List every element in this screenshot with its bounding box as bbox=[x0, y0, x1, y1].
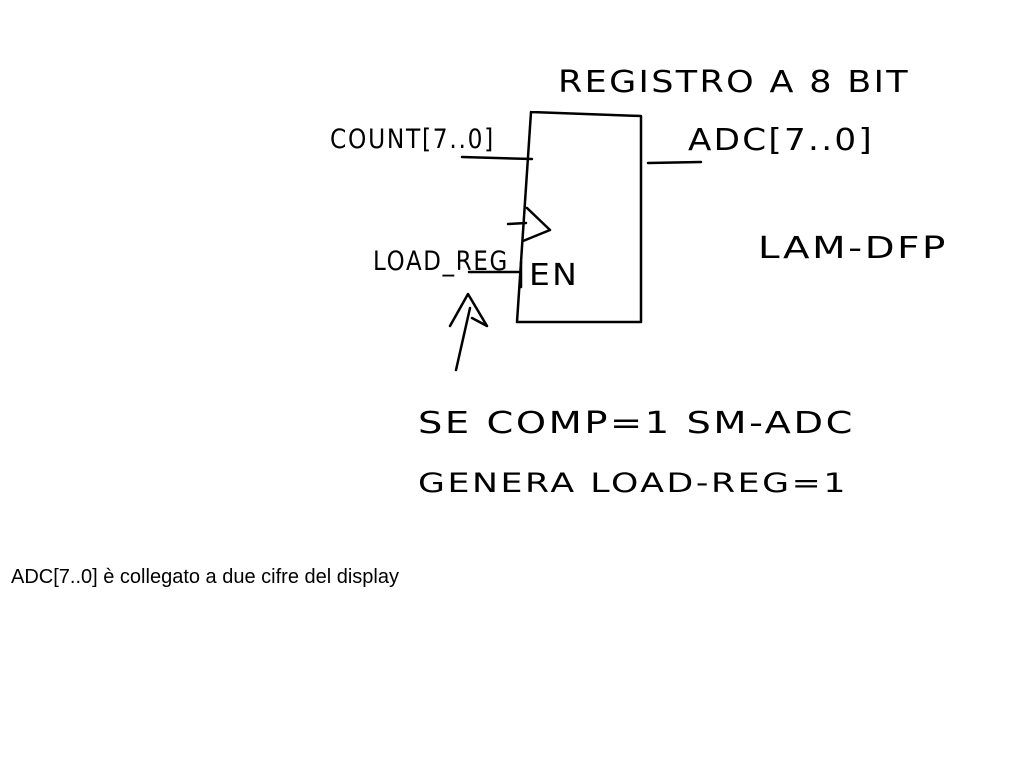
slide-caption: ADC[7..0] è collegato a due cifre del di… bbox=[11, 566, 399, 588]
adc-output-label: ADC[7..0] bbox=[688, 123, 874, 158]
condition-note-line-2: GENERA LOAD-REG=1 bbox=[418, 468, 848, 499]
lam-dfp-label: LAM-DFP bbox=[758, 231, 948, 266]
count-input-wire bbox=[460, 155, 534, 161]
upward-arrow bbox=[448, 292, 489, 372]
count-input-label: COUNT[7..0] bbox=[330, 124, 495, 155]
condition-note-line-1: SE COMP=1 SM-ADC bbox=[418, 406, 855, 441]
register-block-outline bbox=[515, 110, 643, 324]
load-reg-wire bbox=[467, 260, 523, 289]
adc-output-wire bbox=[646, 160, 703, 165]
register-title: REGISTRO A 8 BIT bbox=[558, 65, 910, 100]
load-reg-label: LOAD_REG bbox=[373, 246, 509, 277]
clock-triangle-symbol bbox=[506, 206, 552, 243]
enable-pin-label: EN bbox=[529, 258, 579, 293]
